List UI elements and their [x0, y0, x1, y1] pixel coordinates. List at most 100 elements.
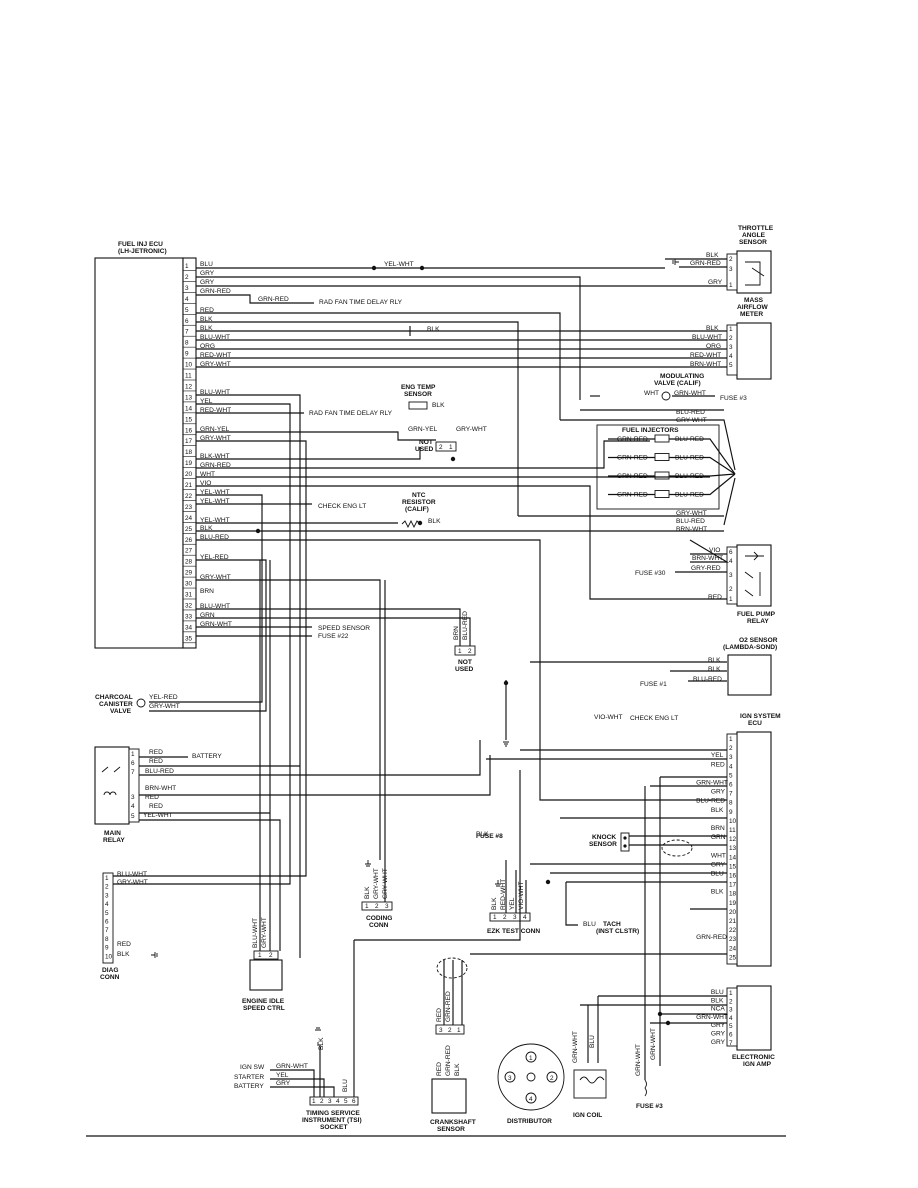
maf-wire-0: BLK [706, 325, 719, 332]
wire-grnred-19 [196, 440, 650, 469]
o2-wire-2: BLU-RED [693, 676, 722, 683]
wire-red-5 [196, 312, 561, 420]
dist-num-1: 1 [529, 1055, 533, 1062]
coil-symbol [579, 1076, 605, 1084]
wire-vio-21 [196, 485, 727, 600]
ecu-pin-11: 11 [185, 373, 192, 380]
fp-wire-vio: VIO [709, 547, 720, 554]
crank-wire-top-0: RED [436, 1008, 443, 1022]
lbl-vio-wht: VIO-WHT [594, 714, 623, 721]
modulating-valve-symbol [661, 391, 671, 401]
ezk-pin-3: 3 [513, 914, 517, 921]
starter-label: STARTER [234, 1074, 264, 1081]
shield-crank [436, 957, 468, 979]
wire-bluwht-32 [196, 617, 471, 646]
modulating-grn-wht: GRN-WHT [674, 390, 706, 397]
coding-wire-1: GRY-WHT [373, 868, 380, 899]
idle-pin-2: 2 [269, 952, 273, 959]
ecu-pin-32: 32 [185, 602, 193, 609]
fp-wire-red: RED [708, 594, 722, 601]
ecu-pin-31: 31 [185, 592, 193, 599]
ecu-pin-16: 16 [185, 427, 193, 434]
crank-pins [435, 1024, 465, 1035]
diag-pin-4: 4 [105, 901, 109, 908]
lbl-brn-wht-inj: BRN-WHT [676, 526, 707, 533]
ground-icon [151, 952, 158, 958]
coding-conn: 1 2 3 BLK GRY-WHT GRY-WHT CODING CONN [361, 868, 393, 929]
coding-wire-0: BLK [364, 886, 371, 899]
modulating-title-1: MODULATING [660, 373, 704, 380]
amp-title-2: IGN AMP [743, 1061, 772, 1068]
ecu-pin-28: 28 [185, 559, 193, 566]
throttle-pin-3: 3 [729, 266, 733, 273]
amp-wire-label: GRY [711, 1022, 726, 1029]
ecu-pin-19: 19 [185, 460, 193, 467]
ecu-pin-21: 21 [185, 482, 193, 489]
diag-pin-6: 6 [105, 919, 109, 926]
ecu-wire-label: BLU-WHT [200, 603, 230, 610]
knock-title-2: SENSOR [589, 841, 617, 848]
rad-fan-1: RAD FAN TIME DELAY RLY [319, 299, 403, 306]
nu2-title-2: USED [455, 666, 474, 673]
ign-wire-label: GRY [711, 789, 726, 796]
tsi-wire-2: GRY [276, 1080, 291, 1087]
coding-pin-2: 2 [375, 903, 379, 910]
tach: BLU TACH (INST CLSTR) [583, 921, 639, 935]
throttle-switch-symbol [745, 261, 765, 286]
wire-gry-1 [196, 276, 581, 400]
ezk-wire-1: RED-WHT [500, 879, 507, 910]
junction-8 [657, 1011, 663, 1017]
maf-pin-2: 2 [729, 335, 733, 342]
knock-sensor: KNOCK SENSOR [589, 832, 630, 852]
nu2-title-1: NOT [458, 659, 472, 666]
charcoal-title-2: CANISTER [99, 701, 133, 708]
mr-wire-4: BRN-WHT [145, 785, 176, 792]
wire-grywht-17 [113, 440, 307, 877]
maf-pin-1: 1 [729, 326, 733, 333]
wire-yelwht-22 [149, 494, 263, 703]
ecu-pin-strip [182, 257, 197, 649]
eng-temp-sensor: ENG TEMP SENSOR BLK BLK [401, 326, 445, 410]
ecu-wire-label: YEL-WHT [200, 517, 230, 524]
fp-pin-4: 4 [729, 558, 733, 565]
distributor-cap [497, 1043, 565, 1111]
fp-wire-brn-wht: BRN-WHT [692, 555, 723, 562]
injector-body [654, 471, 670, 480]
fp-pin-1: 1 [729, 596, 733, 603]
wire-tsi-gry [270, 1086, 335, 1097]
tsi-pins [309, 1096, 359, 1106]
wire-mr-blured [139, 740, 481, 776]
engine-idle-speed-ctrl: 1 2 BLU-WHT GRY-WHT ENGINE IDLE SPEED CT… [242, 917, 285, 1012]
ecu-pin-1: 1 [185, 263, 189, 270]
mr-wire-0: RED [149, 749, 163, 756]
ign-sw-label: IGN SW [240, 1064, 265, 1071]
ezk-wire-0: BLK [491, 897, 498, 910]
ign-coil-title: IGN COIL [573, 1112, 602, 1119]
wire-blured-25 [196, 539, 727, 801]
ntc-title-2: RESISTOR [402, 499, 436, 506]
ign-wire-label: RED [711, 761, 725, 768]
ign-pin-14: 14 [729, 854, 737, 861]
ecu-wire-label: YEL-RED [200, 554, 229, 561]
ign-pin-12: 12 [729, 836, 737, 843]
crankshaft-sensor: 3 2 1 RED GRN-RED RED GRN-RED BLK CRANKS… [430, 991, 476, 1133]
idle-wire-1: GRY-WHT [261, 917, 268, 948]
fuse-3b-label: FUSE #3 [636, 1103, 663, 1110]
maf-pin-4: 4 [729, 353, 733, 360]
ign-ecu-title-1: IGN SYSTEM [740, 713, 781, 720]
wire-blk-6 [196, 321, 519, 516]
fuse-3-label: FUSE #3 [720, 395, 747, 402]
dist-num-2: 2 [550, 1075, 554, 1082]
ecu-body [94, 257, 184, 649]
diag-pin-7: 7 [105, 927, 109, 934]
ground-icon [315, 1027, 321, 1046]
ign-pin-22: 22 [729, 927, 737, 934]
wire-blkwht-18 [196, 447, 421, 460]
wire-fp-brnwht [689, 539, 730, 563]
dist-term-3 [504, 1071, 516, 1083]
ecu-wire-label: BRN [200, 588, 214, 595]
maf-title-1: MASS [744, 297, 764, 304]
ecu-pin-numbers: 1234567891011121314151617181920212223242… [183, 263, 196, 644]
